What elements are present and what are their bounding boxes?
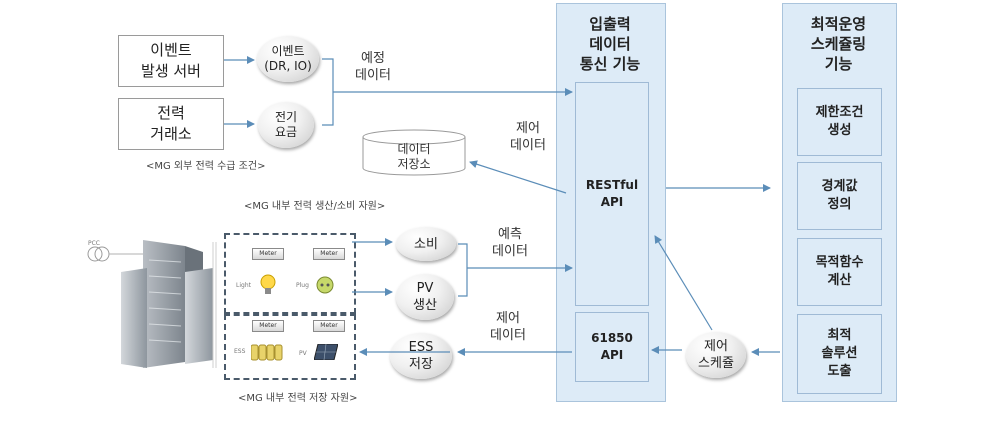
api-61850: 61850 API (575, 312, 649, 382)
meter-3: Meter (252, 320, 284, 332)
data-storage-label: 데이터 저장소 (397, 142, 431, 171)
control-schedule-bubble: 제어 스케쥴 (686, 332, 746, 378)
meter-2: Meter (313, 248, 345, 260)
control-data-label-bottom: 제어 데이터 (490, 311, 526, 343)
predict-data-label: 예측 데이터 (492, 227, 528, 259)
external-caption: <MG 외부 전력 수급 조건> (146, 161, 266, 172)
bracket-internal (458, 243, 468, 297)
generation-consumption-resources (224, 233, 356, 314)
bracket-external (322, 58, 334, 126)
internal-caption-top: <MG 내부 전력 생산/소비 자원> (244, 201, 386, 212)
constraint-generation: 제한조건 생성 (797, 88, 882, 156)
scheduler-title: 최적운영 스케쥴링 기능 (810, 15, 867, 73)
solar-panel-icon (314, 344, 338, 360)
meter-1: Meter (252, 248, 284, 260)
objective-calculation: 목적함수 계산 (797, 238, 882, 306)
pv-label: PV (299, 350, 307, 357)
io-title: 입출력 데이터 통신 기능 (579, 15, 641, 73)
optimal-solution: 최적 솔루션 도출 (797, 314, 882, 394)
ess-label: ESS (234, 348, 246, 355)
ess-storage-bubble: ESS 저장 (390, 333, 452, 379)
forecast-data-label: 예정 데이터 (355, 51, 391, 83)
storage-resources (224, 314, 356, 380)
event-bubble: 이벤트 (DR, IO) (257, 36, 319, 82)
light-label: Light (236, 282, 251, 289)
battery-icon (251, 344, 283, 361)
consumption-bubble: 소비 (396, 227, 456, 261)
building-icon (87, 240, 217, 368)
control-data-label-top: 제어 데이터 (510, 121, 546, 153)
tariff-bubble: 전기 요금 (258, 102, 314, 148)
meter-4: Meter (313, 320, 345, 332)
pv-generation-bubble: PV 생산 (396, 274, 454, 320)
plug-label: Plug (296, 282, 309, 289)
event-server-box: 이벤트 발생 서버 (118, 35, 224, 87)
internal-caption-bottom: <MG 내부 전력 저장 자원> (238, 393, 358, 404)
plug-icon (316, 276, 334, 294)
light-bulb-icon (260, 274, 276, 294)
boundary-definition: 경계값 정의 (797, 162, 882, 230)
arrow-to-storage (469, 160, 567, 194)
pcc-label: PCC (88, 240, 100, 247)
restful-api: RESTful API (575, 82, 649, 306)
database-icon (362, 129, 466, 176)
power-exchange-box: 전력 거래소 (118, 98, 224, 150)
